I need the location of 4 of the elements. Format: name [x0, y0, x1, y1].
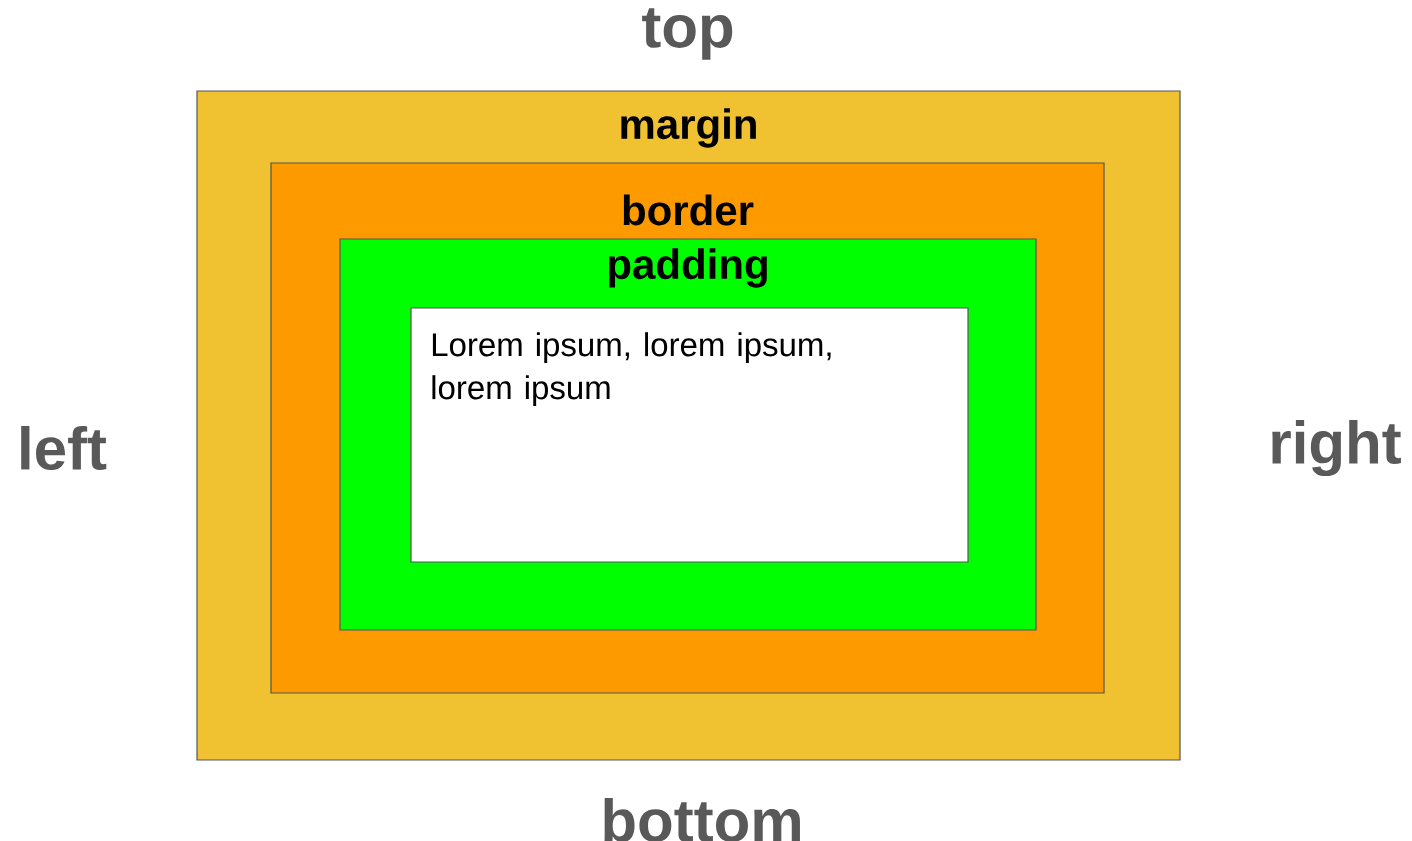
content-box: Lorem ipsum, lorem ipsum, lorem ipsum — [410, 307, 969, 563]
side-label: left — [21, 425, 107, 470]
side-label: top — [642, 8, 733, 60]
side-label: right — [1272, 419, 1401, 477]
